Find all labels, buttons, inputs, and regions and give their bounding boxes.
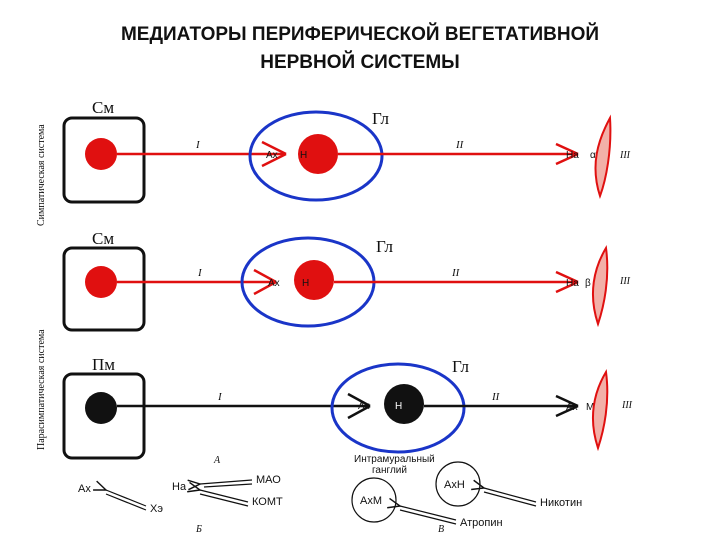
pathway-row-1: См I Гл Ах Н II На α III [62,98,631,204]
intramural-ganglion-label-line-2: ганглий [372,465,407,476]
ganglion-neuron-body [384,384,424,424]
cns-label: Пм [92,355,115,374]
legend-arrow-mao [200,479,253,484]
effector-organ [592,369,609,452]
synapse-fork [253,268,277,296]
synapse-fork [261,140,287,168]
legend-acetylcholine: Ах [78,483,91,495]
ganglion-neuron-body [298,134,338,174]
effector-mediator-label: На [566,150,579,161]
legend-komt: КОМТ [252,496,283,508]
effector-mediator-label: Ах [566,402,578,413]
legend-arrow-komt-2 [199,493,249,507]
effector-receptor-label: α [590,150,596,161]
postganglionic-roman: II [491,391,501,403]
legend-noradrenaline: На [172,481,187,493]
receptor-label: Н [395,401,402,412]
effector-receptor-label: β [585,278,591,289]
legend-arrow-ax-xe [106,490,147,507]
effector-roman: III [621,400,633,411]
receptor-label: Н [300,150,307,161]
page-title-line-1: МЕДИАТОРЫ ПЕРИФЕРИЧЕСКОЙ ВЕГЕТАТИВНОЙ [120,24,600,45]
legend-arrow-atropine-2 [399,509,457,525]
ganglion-label: Гл [376,237,394,256]
legend-arrow-nicotine-2 [483,491,537,507]
legend-atropine: Атропин [460,517,503,529]
effector-organ [594,114,612,200]
parasympathetic-system-label: Парасимпатическая система [36,329,47,450]
effector-fork [555,270,579,294]
cns-neuron-body [85,266,117,298]
effector-fork [555,142,579,166]
effector-roman: III [619,276,631,287]
cns-neuron-body [85,392,117,424]
effector-mediator-label: На [566,278,579,289]
pathway-row-3: Пм I Гл Ах Н II Ах М III Интрамуральный … [62,355,633,476]
postganglionic-roman: II [451,267,461,279]
ganglion [248,110,384,202]
cns-neuron-body [85,138,117,170]
cns-cell [62,372,146,460]
legend-letter-a: А [213,455,221,466]
effector-receptor-label: М [586,402,594,413]
synapse-fork [347,392,371,420]
intramural-ganglion-label-line-1: Интрамуральный [354,454,435,465]
ganglion-neuron-body [294,260,334,300]
effector-roman: III [619,150,631,161]
legend-mao: МАО [256,474,281,486]
cns-label: См [92,229,114,248]
effector-fork [555,394,579,418]
legend-m-cholinoreceptor: АхМ [360,495,382,507]
cns-cell [62,116,146,204]
postganglionic-roman: II [455,139,465,151]
preganglionic-roman: I [195,139,201,151]
legend-arrow-komt [200,490,249,503]
ganglion [330,362,466,454]
preganglionic-roman: I [197,267,203,279]
effector-organ [592,245,609,328]
legend-n-cholinoreceptor: АхН [444,479,465,491]
sympathetic-system-label: Симпатическая система [36,124,47,226]
ganglion-label: Гл [452,357,470,376]
legend-arrow-ax-xe-2 [105,493,147,511]
pre-mediator-label: Ах [358,401,370,412]
legend-cholinesterase: Хэ [150,503,163,515]
cns-cell [62,246,146,332]
legend-arrow-nicotine [484,488,537,503]
ganglion-label: Гл [372,109,390,128]
mediator-metabolism-legend: А Ах Хэ На МАО КОМТ Б АхМ Атропин В АхН … [78,455,582,535]
legend-arrow-atropine [400,506,457,521]
legend-arrow-mao-2 [203,483,253,488]
pre-mediator-label: Ах [266,150,278,161]
legend-letter-v: В [438,524,444,535]
pre-mediator-label: Ах [268,278,280,289]
legend-nicotine: Никотин [540,497,582,509]
legend-letter-b: Б [195,524,202,535]
receptor-label: Н [302,278,309,289]
preganglionic-roman: I [217,391,223,403]
pathway-row-2: См I Гл Ах Н II На β III [62,229,631,332]
cns-label: См [92,98,114,117]
page-title-line-2: НЕРВНОЙ СИСТЕМЫ [260,52,460,73]
